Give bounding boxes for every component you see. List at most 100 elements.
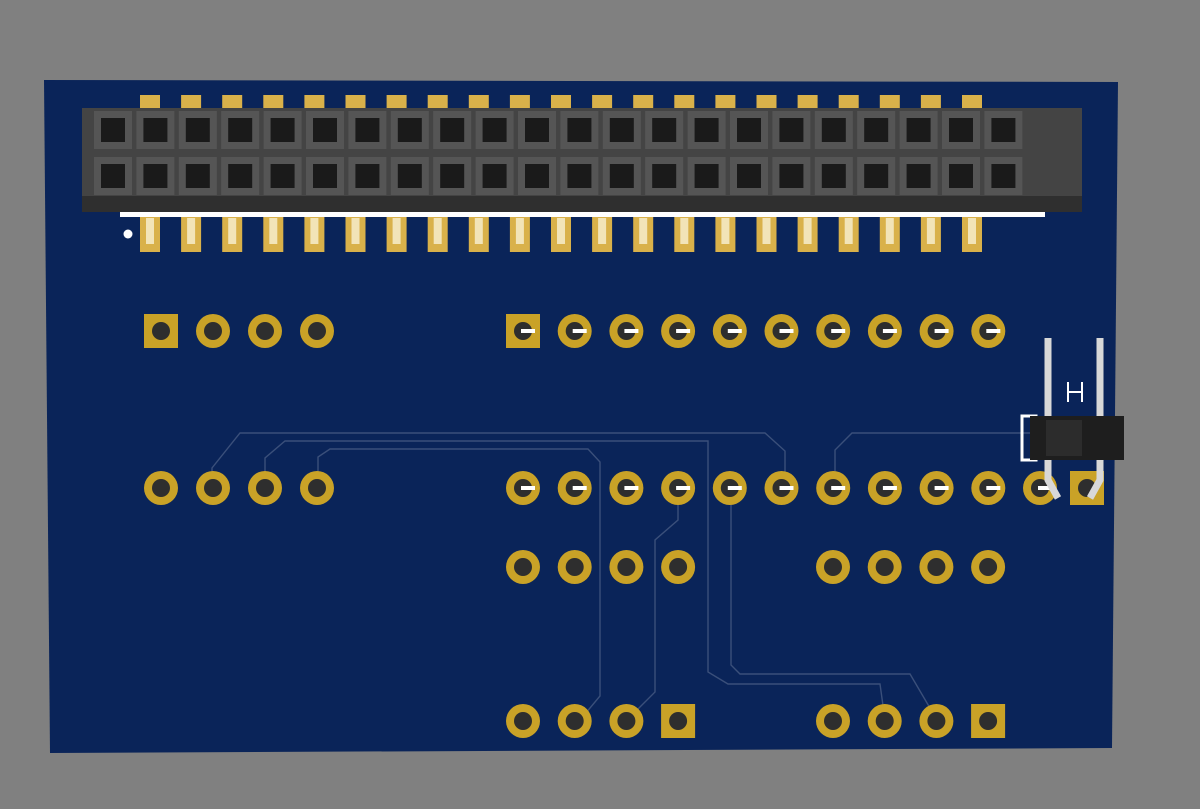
header-slot-2-12 xyxy=(567,164,592,188)
lower-right-pad-2-hole xyxy=(875,558,894,576)
header-slot-2-14 xyxy=(652,164,677,188)
header-pin-top-7 xyxy=(386,95,407,109)
middle-right-mark-10 xyxy=(986,486,1001,490)
header-slot-2-11 xyxy=(525,164,549,188)
trace-5 xyxy=(730,488,938,721)
header-pin-highlight-9 xyxy=(474,218,483,244)
header-pin-top-3 xyxy=(222,95,243,109)
top-right-mark-4 xyxy=(676,329,691,333)
header-pin-top-12 xyxy=(592,95,613,109)
header-pin-top-13 xyxy=(633,95,654,109)
header-slot-1-17 xyxy=(779,118,804,142)
middle-right-mark-6 xyxy=(779,486,794,490)
header-pin-top-5 xyxy=(304,95,325,109)
top-left-pad-3-hole xyxy=(256,322,274,340)
header-pin-top-15 xyxy=(715,95,736,109)
header-pin-top-6 xyxy=(345,95,366,109)
header-slot-1-14 xyxy=(652,118,677,142)
jumper-pin-1 xyxy=(1044,338,1062,500)
header-slot-2-10 xyxy=(482,164,507,188)
middle-left-pad-2-hole xyxy=(204,479,222,497)
pin1-marker xyxy=(123,229,133,239)
trace-4 xyxy=(626,488,679,721)
header-slot-2-18 xyxy=(821,164,846,188)
trace-2 xyxy=(264,440,886,721)
lower-left-pad-3-hole xyxy=(617,558,636,576)
header-slot-1-5 xyxy=(270,118,295,142)
header-slot-1-4 xyxy=(228,118,253,142)
right-angle-jumper xyxy=(1020,338,1124,500)
header-pin-highlight-14 xyxy=(680,218,689,244)
header-pin-highlight-2 xyxy=(187,218,196,244)
header-slot-2-8 xyxy=(397,164,422,188)
header-slot-1-2 xyxy=(143,118,168,142)
header-slot-2-20 xyxy=(906,164,931,188)
header-slot-1-8 xyxy=(397,118,422,142)
header-slot-1-19 xyxy=(864,118,889,142)
middle-right-mark-1 xyxy=(521,486,535,490)
header-slot-1-20 xyxy=(906,118,931,142)
header-pin-highlight-15 xyxy=(721,218,730,244)
header-slot-1-22 xyxy=(991,118,1016,142)
lower-left-pad-4-hole xyxy=(669,558,688,576)
bottom-left-pad-2-hole xyxy=(565,712,584,730)
header-slot-2-2 xyxy=(143,164,168,188)
header-slot-2-7 xyxy=(355,164,380,188)
header-pin-top-21 xyxy=(962,95,982,109)
jumper-pin-2 xyxy=(1086,338,1104,500)
lower-right-pad-1-hole xyxy=(824,558,842,576)
header-pin-highlight-13 xyxy=(639,218,648,244)
header-slot-1-7 xyxy=(355,118,380,142)
middle-right-mark-9 xyxy=(934,486,949,490)
bottom-right-pad-2-hole xyxy=(875,712,894,730)
header-pin-highlight-10 xyxy=(515,218,524,244)
header-slot-2-17 xyxy=(779,164,804,188)
bottom-right-pad-3-hole xyxy=(927,712,946,730)
header-slot-2-22 xyxy=(991,164,1016,188)
header-slot-1-16 xyxy=(737,118,761,142)
header-pin-top-10 xyxy=(509,95,530,109)
header-pin-highlight-6 xyxy=(351,218,360,244)
header-slot-2-6 xyxy=(313,164,337,188)
header-slot-1-9 xyxy=(440,118,465,142)
header-pin-highlight-3 xyxy=(228,218,237,244)
header-slot-1-1 xyxy=(101,118,125,142)
header-slot-1-12 xyxy=(567,118,592,142)
jumper-body-face xyxy=(1046,420,1082,456)
lower-left-pad-2-hole xyxy=(565,558,584,576)
header-slot-2-1 xyxy=(101,164,125,188)
header-pin-top-17 xyxy=(797,95,818,109)
middle-left-pad-4-hole xyxy=(308,479,326,497)
top-right-mark-3 xyxy=(624,329,639,333)
top-left-pad-1-hole xyxy=(152,322,170,340)
top-right-mark-5 xyxy=(727,329,742,333)
header-slot-2-16 xyxy=(737,164,761,188)
middle-right-mark-2 xyxy=(572,486,587,490)
header-slot-2-15 xyxy=(694,164,719,188)
header-pin-highlight-7 xyxy=(392,218,401,244)
bottom-left-pad-1-hole xyxy=(514,712,532,730)
top-left-pad-2-hole xyxy=(204,322,222,340)
pcb-traces xyxy=(211,432,1040,721)
top-left-pad-4-hole xyxy=(308,322,326,340)
pcb-pads xyxy=(144,314,1104,738)
lower-right-pad-3-hole xyxy=(927,558,946,576)
header-slot-2-9 xyxy=(440,164,465,188)
header-slot-2-4 xyxy=(228,164,253,188)
middle-left-pad-1-hole xyxy=(152,479,170,497)
bottom-left-pad-4-hole xyxy=(669,712,688,730)
jumper-silkscreen-mark xyxy=(1067,382,1083,402)
top-right-mark-2 xyxy=(572,329,587,333)
header-slot-2-13 xyxy=(609,164,634,188)
pin-header-connector xyxy=(82,95,1082,252)
header-pin-top-19 xyxy=(879,95,900,109)
top-right-mark-9 xyxy=(934,329,949,333)
trace-3 xyxy=(317,448,601,721)
middle-right-mark-4 xyxy=(676,486,691,490)
middle-right-mark-11 xyxy=(1038,486,1052,490)
header-pin-highlight-18 xyxy=(844,218,853,244)
top-right-mark-6 xyxy=(779,329,794,333)
top-right-mark-10 xyxy=(986,329,1001,333)
header-pin-highlight-12 xyxy=(598,218,607,244)
